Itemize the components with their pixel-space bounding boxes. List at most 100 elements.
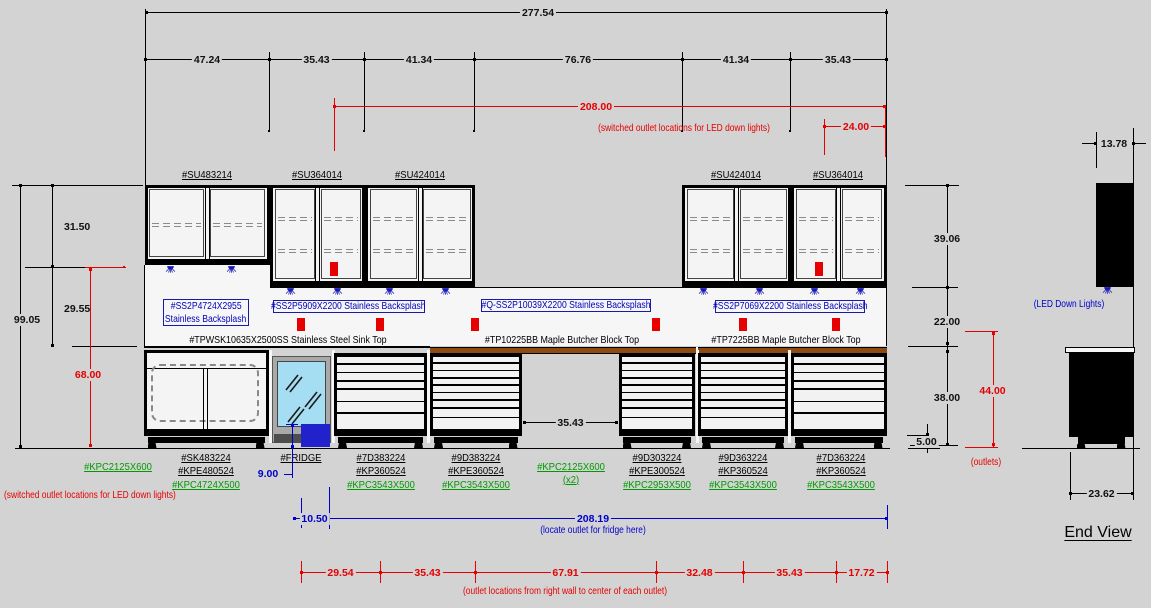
dimension-tick — [884, 11, 888, 14]
shelf-dashed-line — [323, 217, 358, 221]
wall-cabinet-3 — [682, 185, 791, 287]
switched-outlet-icon — [329, 262, 338, 276]
drawer-face — [337, 373, 424, 381]
caster-plinth — [702, 436, 784, 443]
wall-cabinet-4 — [791, 185, 887, 287]
drawer-face — [621, 393, 692, 399]
caster-plinth — [622, 436, 691, 443]
dimension-tick — [1069, 492, 1072, 495]
shelf-dashed-line — [742, 217, 784, 221]
extension-line — [269, 52, 270, 130]
dimension-line-overall — [145, 12, 887, 13]
base-unit-label: #KPC4724X500 — [172, 478, 240, 491]
note-switched-outlets: (switched outlet locations for LED down … — [598, 121, 770, 134]
led-downlight-icon — [809, 288, 822, 296]
led-downlight-icon — [165, 266, 178, 274]
extension-line-red — [965, 447, 998, 448]
extension-line — [908, 447, 940, 449]
dim-label-fridge-span: 208.19 — [574, 512, 612, 525]
caster — [1076, 443, 1086, 449]
caster — [338, 443, 347, 448]
dimension-tick — [292, 517, 296, 520]
dimension-tick — [291, 444, 294, 448]
note-outlet-locations: (outlet locations from right wall to cen… — [462, 585, 668, 597]
dimension-tick — [823, 125, 826, 128]
shelf-dashed-line — [426, 217, 468, 221]
extension-line — [25, 266, 85, 268]
drawer-face — [794, 373, 884, 381]
extension-line — [886, 9, 887, 185]
extension-line — [907, 434, 929, 436]
dimension-tick — [991, 332, 995, 335]
dimension-line-blue — [292, 423, 293, 478]
base-unit-label: #KPC3543X500 — [709, 478, 777, 491]
drawer-face — [701, 371, 785, 377]
drawer-face — [701, 356, 785, 363]
extension-line — [144, 9, 146, 185]
dimension-tick — [946, 184, 949, 187]
drawer-face — [794, 364, 884, 372]
base-unit-separator — [331, 350, 335, 443]
dimension-tick — [1094, 142, 1097, 145]
base-unit-label: #KPC3543X500 — [441, 478, 510, 491]
extension-line-blue — [284, 474, 292, 475]
extension-line-red — [85, 267, 126, 268]
dim-label-segment: 76.76 — [562, 53, 594, 66]
drawer-face — [794, 356, 884, 364]
base-unit-label: #KPC2953X500 — [623, 478, 691, 491]
end-view-caster-plinth — [1077, 436, 1125, 444]
dim-label-right-base: 38.00 — [931, 392, 963, 404]
drawer-face — [701, 378, 785, 385]
base-unit-label: #7D383224 — [356, 451, 405, 464]
extension-line-red — [965, 330, 998, 332]
drawer-face — [621, 378, 692, 385]
caster-plinth — [147, 436, 265, 443]
led-downlight-icon — [226, 266, 239, 274]
shelf-dashed-line — [689, 249, 731, 253]
drawer-face — [337, 381, 424, 389]
drawer-face — [433, 385, 519, 392]
dim-label-fridge-outlet-height: 9.00 — [257, 468, 279, 480]
drawer-face — [701, 408, 785, 417]
dimension-tick — [1131, 142, 1135, 145]
caster — [775, 443, 784, 448]
note-outlets: (outlets) — [970, 456, 1001, 468]
drawer-face — [621, 418, 692, 429]
drawer-unit-9d383224 — [430, 352, 522, 436]
dimension-line-red — [90, 267, 91, 447]
dimension-tick — [946, 443, 949, 446]
extension-line — [682, 52, 683, 130]
shelf-dashed-line — [372, 249, 414, 253]
base-unit-label: #KPE300524 — [629, 465, 685, 477]
dim-label-led-offset: 24.00 — [840, 120, 872, 133]
drawer-face — [433, 378, 519, 385]
dimension-tick — [884, 517, 888, 520]
dimension-tick — [788, 58, 792, 61]
wall-cabinet-door — [149, 189, 205, 257]
dimension-tick — [362, 58, 366, 61]
dim-label-segment: 41.34 — [720, 53, 752, 66]
wall-cabinet-door-divider — [417, 187, 423, 281]
dimension-tick — [883, 125, 886, 128]
drawer-face — [621, 356, 692, 363]
outlet-icon — [297, 318, 305, 331]
dimension-tick — [946, 342, 949, 345]
caster — [1116, 443, 1126, 449]
extension-line-red — [824, 119, 825, 155]
dimension-tick — [472, 58, 476, 61]
base-unit-label: #SK483224 — [181, 451, 231, 464]
dimension-tick — [19, 445, 22, 448]
wall-cabinet-door — [210, 189, 266, 257]
shelf-dashed-line — [152, 223, 202, 227]
wall-cabinet-label-4: #SU364014 — [813, 169, 863, 181]
wall-cabinet-label-0: #SU483214 — [182, 169, 232, 181]
caster — [622, 443, 632, 448]
drawer-face — [701, 385, 785, 392]
extension-line-red — [885, 106, 886, 157]
wall-cabinet-door — [320, 189, 361, 279]
base-unit-separator — [695, 350, 699, 443]
extension-line — [908, 346, 958, 347]
dimension-line — [1082, 143, 1096, 144]
dim-label-wall-cab-height: 31.50 — [64, 221, 91, 233]
caster — [508, 443, 518, 448]
